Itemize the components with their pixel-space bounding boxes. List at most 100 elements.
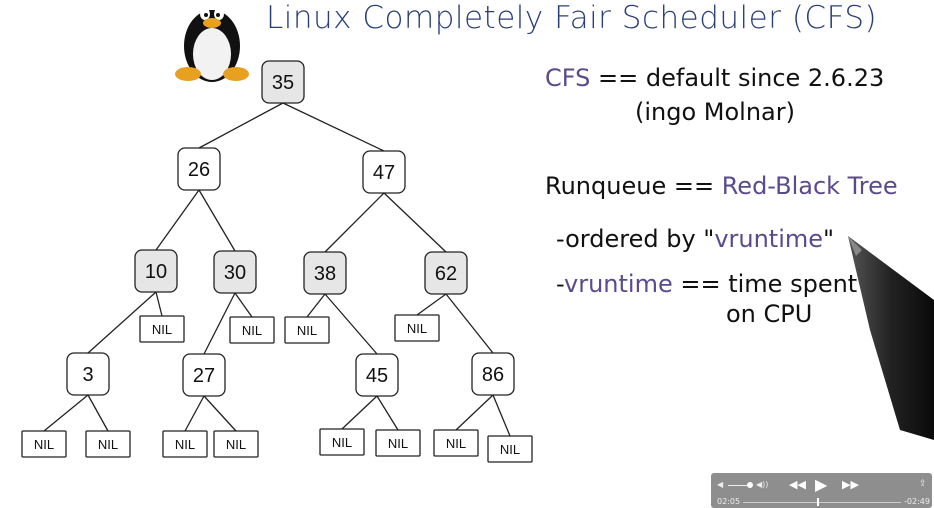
- node-box: [261, 60, 305, 104]
- node-box: [394, 314, 440, 342]
- share-icon[interactable]: ⇪: [919, 479, 927, 489]
- tree-edge: [87, 394, 109, 432]
- node-label: 38: [314, 263, 336, 285]
- tree-node-45: 45: [355, 353, 399, 397]
- node-label: NIL: [242, 323, 262, 338]
- nil-leaf: NIL: [229, 316, 275, 344]
- time-spent-text: == time spent: [680, 270, 858, 298]
- node-box: [362, 150, 406, 194]
- tree-edge: [383, 192, 447, 253]
- fast-forward-button[interactable]: ▶▶: [842, 478, 859, 491]
- note-line-1: CFS == default since 2.6.23: [545, 64, 884, 92]
- node-box: [213, 250, 257, 294]
- node-label: NIL: [388, 436, 408, 451]
- tree-edge: [324, 293, 378, 355]
- tree-edge: [234, 292, 253, 318]
- nil-leaf: NIL: [85, 430, 131, 458]
- node-label: 62: [435, 263, 457, 285]
- node-box: [424, 251, 468, 295]
- tree-edge: [492, 394, 511, 437]
- vruntime-term: vruntime: [564, 270, 673, 298]
- tree-edge: [203, 395, 237, 432]
- slide-title: Linux Completely Fair Scheduler (CFS): [266, 0, 878, 36]
- tree-edge: [376, 395, 399, 431]
- tree-node-3: 3: [66, 352, 110, 396]
- node-label: NIL: [98, 437, 118, 452]
- tree-edge: [341, 395, 378, 430]
- vruntime-term: vruntime: [714, 225, 824, 253]
- volume-low-icon: ◀: [717, 480, 724, 489]
- node-label: NIL: [175, 437, 195, 452]
- note-line-3: Runqueue == Red-Black Tree: [545, 172, 898, 200]
- node-box: [213, 430, 259, 458]
- nil-leaf: NIL: [487, 435, 533, 463]
- nil-leaf: NIL: [284, 316, 330, 344]
- node-label: NIL: [152, 322, 172, 337]
- progress-scrubber[interactable]: [817, 498, 820, 506]
- node-label: 35: [272, 72, 294, 94]
- red-black-tree-label: Red-Black Tree: [721, 172, 898, 200]
- tree-node-26: 26: [177, 147, 221, 191]
- tree-edge: [203, 292, 236, 355]
- volume-knob[interactable]: [747, 482, 753, 488]
- nil-leaf: NIL: [213, 430, 259, 458]
- nil-leaf: NIL: [433, 429, 479, 457]
- node-box: [355, 353, 399, 397]
- node-box: [162, 430, 208, 458]
- node-box: [471, 352, 515, 396]
- tree-edge: [155, 189, 200, 251]
- tree-node-10: 10: [134, 249, 178, 293]
- node-box: [85, 430, 131, 458]
- tux-penguin-logo: [175, 8, 249, 82]
- elapsed-time: 02:05: [717, 497, 741, 506]
- default-since-text: == default since 2.6.23: [598, 64, 885, 92]
- tree-edge: [306, 293, 326, 318]
- node-box: [139, 315, 185, 343]
- cfs-label: CFS: [545, 64, 591, 92]
- node-box: [487, 435, 533, 463]
- nil-leaf: NIL: [139, 315, 185, 343]
- tree-edge: [155, 291, 163, 317]
- node-label: 10: [145, 261, 167, 283]
- node-box: [303, 251, 347, 295]
- node-box: [21, 430, 67, 458]
- node-label: 3: [82, 364, 93, 386]
- tree-edge: [198, 189, 236, 252]
- remaining-time: -02:49: [904, 497, 930, 506]
- tree-node-30: 30: [213, 250, 257, 294]
- note-line-5: -vruntime == time spent: [556, 270, 857, 298]
- node-box: [284, 316, 330, 344]
- tree-edge: [455, 394, 494, 431]
- node-label: 47: [373, 162, 395, 184]
- tree-node-38: 38: [303, 251, 347, 295]
- tree-edge: [198, 102, 284, 149]
- node-box: [177, 147, 221, 191]
- node-label: NIL: [500, 442, 520, 457]
- volume-slider[interactable]: [728, 485, 750, 486]
- tree-node-86: 86: [471, 352, 515, 396]
- nil-leaf: NIL: [21, 430, 67, 458]
- note-line-2: (ingo Molnar): [635, 98, 795, 126]
- node-box: [319, 428, 365, 456]
- node-label: NIL: [446, 436, 466, 451]
- tree-edge: [43, 394, 89, 432]
- node-box: [182, 353, 226, 397]
- rewind-button[interactable]: ◀◀: [789, 478, 806, 491]
- node-label: 26: [188, 159, 210, 181]
- tree-node-62: 62: [424, 251, 468, 295]
- tree-edge: [282, 102, 385, 152]
- play-button[interactable]: ▶: [815, 475, 828, 494]
- node-box: [134, 249, 178, 293]
- nil-leaf: NIL: [319, 428, 365, 456]
- tree-edge: [184, 395, 205, 432]
- tree-edge: [324, 192, 385, 253]
- progress-track[interactable]: [743, 502, 901, 503]
- node-box: [375, 429, 421, 457]
- quote-mark: ": [823, 225, 835, 253]
- tree-node-27: 27: [182, 353, 226, 397]
- runqueue-label: Runqueue ==: [545, 172, 715, 200]
- nil-leaf: NIL: [162, 430, 208, 458]
- node-label: NIL: [332, 435, 352, 450]
